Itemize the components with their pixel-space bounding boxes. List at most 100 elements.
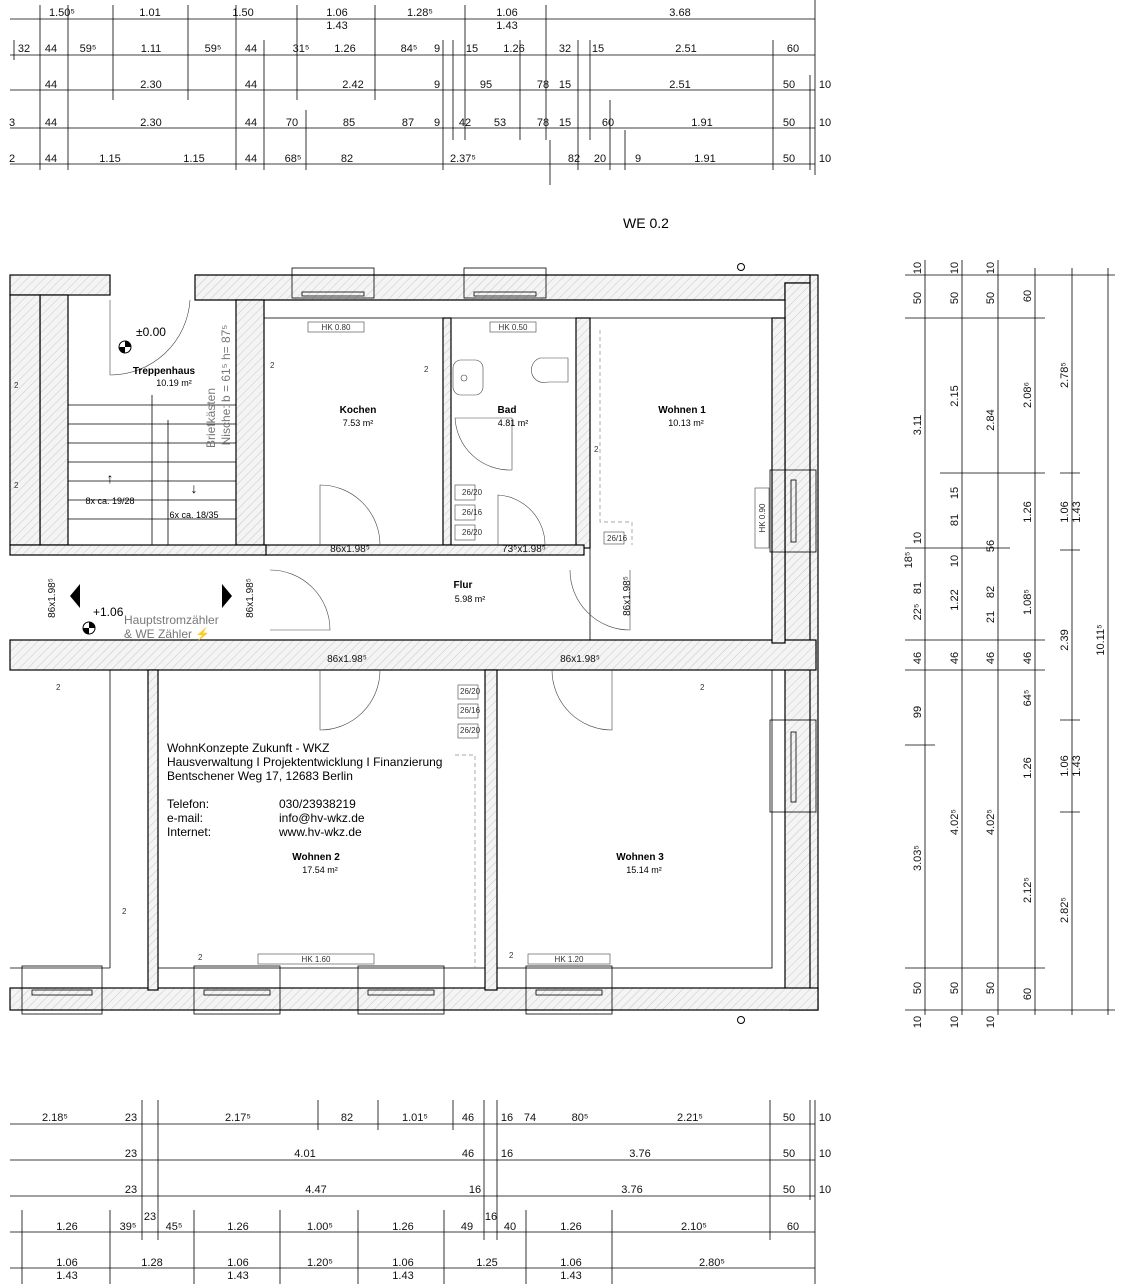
- stair-annotations: ±0.00 +1.06 ↑ 8x ca. 19/28 ↓ 6x ca. 18/3…: [70, 325, 233, 641]
- label-dims_bottom-row1-5: 46: [462, 1112, 474, 1124]
- radiator-wohnen3: HK 1.20: [555, 955, 584, 964]
- room-name-wohnen2: Wohnen 2: [292, 852, 340, 863]
- dim-top-1-5: 1.43: [326, 20, 347, 32]
- label-dims_bottom-row5-9: 1.06: [560, 1257, 581, 1269]
- label-dims_bottom-row5-1: 1.43: [56, 1270, 77, 1282]
- label-dims_bottom-row2-6: 10: [819, 1148, 831, 1160]
- label-dims_right-col3-9: 10: [985, 1016, 997, 1028]
- label-annotations-outlet: 2: [56, 683, 61, 692]
- label-dims_bottom-row2-2: 46: [462, 1148, 474, 1160]
- dim-top-5-8: 2.37⁵: [450, 153, 476, 165]
- label-annotations-outlet: 2: [14, 381, 19, 390]
- door-treppe-right: 86x1.98⁵: [245, 578, 256, 618]
- label-dims_bottom-row4-10: 1.26: [560, 1221, 581, 1233]
- label-dims_right-col3-7: 4.02⁵: [985, 809, 997, 835]
- phone-label: Telefon:: [167, 797, 209, 811]
- label-dims_right-col4-6: 1.26: [1022, 757, 1034, 778]
- walls: [9, 274, 819, 1011]
- label-dims_right-col6-0: 10.11⁵: [1095, 624, 1107, 655]
- label-dims_right-col4-2: 1.26: [1022, 501, 1034, 522]
- label-dims_right-col1-5: 81: [912, 582, 924, 594]
- label-dims_bottom-row5-5: 1.20⁵: [307, 1257, 333, 1269]
- label-shafts-0: 26/20: [462, 488, 483, 497]
- dim-top-2-15: 2.51: [675, 43, 696, 55]
- dim-top-4-11: 78: [537, 117, 549, 129]
- label-dims_right-col4-8: 60: [1022, 988, 1034, 1000]
- dim-top-3-2: 2.30: [140, 79, 161, 91]
- dim-top-4-1: 3: [9, 117, 15, 129]
- label-dims_bottom-row5-8: 1.25: [476, 1257, 497, 1269]
- dim-top-5-6: 68⁵: [285, 153, 302, 165]
- label-dims_right-col1-11: 10: [912, 1016, 924, 1028]
- windows: [21, 263, 817, 1024]
- label-dims_bottom-row1-7: 74: [524, 1112, 536, 1124]
- label-dims_right-col2-9: 50: [949, 982, 961, 994]
- company-address: Bentschener Weg 17, 12683 Berlin: [167, 769, 353, 783]
- label-dims_bottom-row4-6: 1.26: [392, 1221, 413, 1233]
- dim-top-3-9: 2.51: [669, 79, 690, 91]
- label-dims_bottom-row1-10: 50: [783, 1112, 795, 1124]
- dim-top-3-10: 50: [783, 79, 795, 91]
- label-dims_bottom-row4-1: 39⁵: [120, 1221, 137, 1233]
- dim-top-1-6: 1.28⁵: [407, 7, 433, 19]
- dim-top-2-13: 32: [559, 43, 571, 55]
- level-lower: +1.06: [93, 605, 124, 619]
- dim-top-4-13: 60: [602, 117, 614, 129]
- dim-top-4-16: 10: [819, 117, 831, 129]
- label-dims_right-col4-4: 46: [1022, 652, 1034, 664]
- room-name-flur: Flur: [454, 580, 473, 591]
- web-label: Internet:: [167, 825, 211, 839]
- dim-top-3-1: 44: [45, 79, 57, 91]
- label-dims_right-col3-1: 50: [985, 292, 997, 304]
- room-name-kochen: Kochen: [340, 405, 377, 416]
- email-value: info@hv-wkz.de: [279, 811, 365, 825]
- outlet-marks: 2 2 2 2 2 2 2 2 2 2: [14, 361, 705, 962]
- label-shafts-4: 26/20: [460, 687, 481, 696]
- stair-up: 8x ca. 19/28: [85, 496, 134, 506]
- label-annotations-outlet: 2: [122, 907, 127, 916]
- room-name-wohnen1: Wohnen 1: [658, 405, 706, 416]
- label-dims_bottom-row4-12: 60: [787, 1221, 799, 1233]
- stair-down-arrow: ↓: [191, 480, 198, 496]
- label-dims_right-col4-1: 2.08⁶: [1022, 382, 1034, 408]
- dim-top-2-14: 15: [592, 43, 604, 55]
- nische-label: Nische: b = 61⁵ h= 87⁵: [219, 325, 233, 446]
- label-dims_bottom-row2-5: 50: [783, 1148, 795, 1160]
- dim-top-3-6: 95: [480, 79, 492, 91]
- label-dims_right-col3-3: 56: [985, 540, 997, 552]
- dim-top-3-3: 44: [245, 79, 257, 91]
- label-dims_bottom-row4-4: 1.26: [227, 1221, 248, 1233]
- bath-fixtures: [452, 357, 625, 739]
- radiator-bad: HK 0.50: [499, 323, 528, 332]
- radiator-wohnen2: HK 1.60: [302, 955, 331, 964]
- label-dims_bottom-row1-9: 2.21⁵: [677, 1112, 703, 1124]
- dim-top-5-7: 82: [341, 153, 353, 165]
- dim-top-2-8: 1.26: [334, 43, 355, 55]
- stair-up-arrow: ↑: [107, 470, 114, 486]
- label-dims_right-col3-4: 82: [985, 586, 997, 598]
- label-annotations-outlet: 2: [14, 481, 19, 490]
- dim-top-4-6: 85: [343, 117, 355, 129]
- label-dims_bottom-row1-6: 16: [501, 1112, 513, 1124]
- room-outlines: [10, 317, 773, 969]
- dim-top-5-5: 44: [245, 153, 257, 165]
- label-dims_right-col1-2: 3.11: [912, 415, 924, 436]
- stair-down: 6x ca. 18/35: [169, 510, 218, 520]
- label-dims_right-col2-0: 10: [949, 262, 961, 274]
- label-dims_bottom-row4-7: 49: [461, 1221, 473, 1233]
- label-dims_right-col3-6: 46: [985, 652, 997, 664]
- label-annotations-outlet: 2: [198, 953, 203, 962]
- label-dims_right-col2-10: 10: [949, 1016, 961, 1028]
- label-annotations-outlet: 2: [270, 361, 275, 370]
- label-dims_bottom-row1-11: 10: [819, 1112, 831, 1124]
- company-info: WohnKonzepte Zukunft - WKZ Hausverwaltun…: [167, 741, 442, 839]
- label-dims_bottom-row2-1: 4.01: [294, 1148, 315, 1160]
- room-area-kochen: 7.53 m²: [343, 418, 374, 428]
- dim-top-5-14: 10: [819, 153, 831, 165]
- dim-top-4-9: 42: [459, 117, 471, 129]
- radiators: HK 0.80 HK 0.50 HK 0.90 HK 1.60 HK 1.20: [257, 321, 770, 965]
- label-dims_bottom-row4-2: 23: [144, 1211, 156, 1223]
- label-dims_bottom-row1-3: 82: [341, 1112, 353, 1124]
- dim-top-2-5: 59⁵: [205, 43, 222, 55]
- dim-top-5-10: 20: [594, 153, 606, 165]
